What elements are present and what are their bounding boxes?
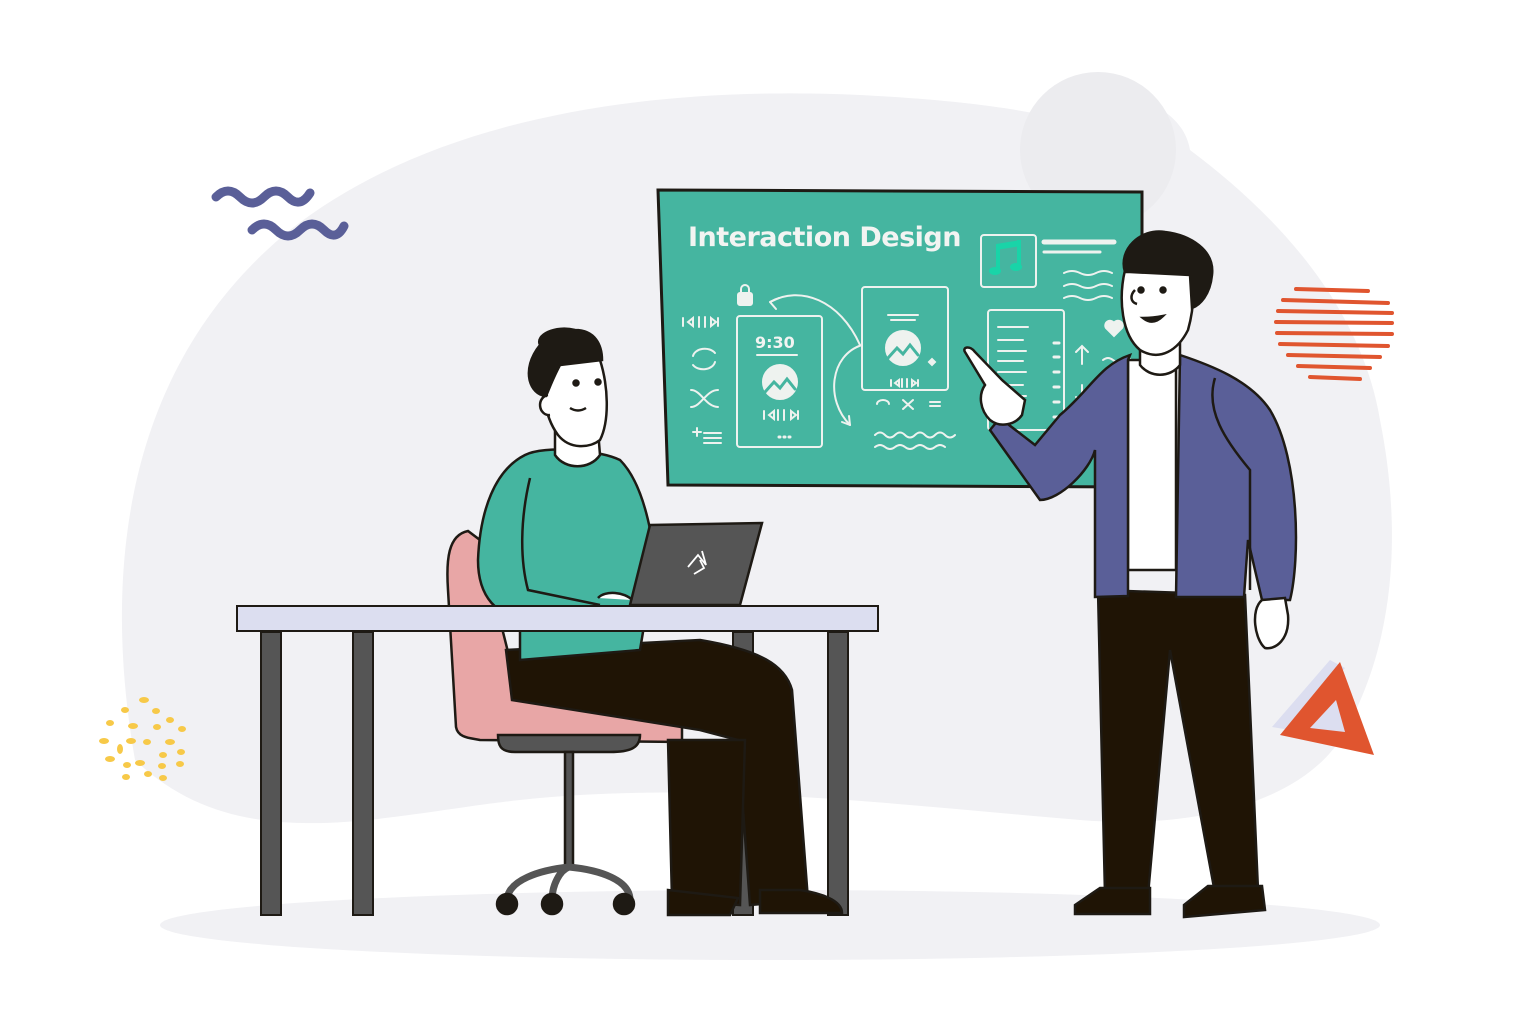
stripes-decoration [1274, 287, 1394, 381]
desk-top [236, 605, 879, 632]
standing-person [963, 230, 1298, 919]
office-chair [446, 529, 684, 916]
background-circle [1020, 72, 1176, 228]
music-note-icon [989, 240, 1022, 275]
triangle-decoration [1272, 660, 1374, 755]
wave-decoration [211, 186, 349, 241]
board-title: Interaction Design [688, 222, 961, 253]
dots-decoration [99, 697, 186, 781]
phone-clock: 9:30 [755, 333, 795, 352]
